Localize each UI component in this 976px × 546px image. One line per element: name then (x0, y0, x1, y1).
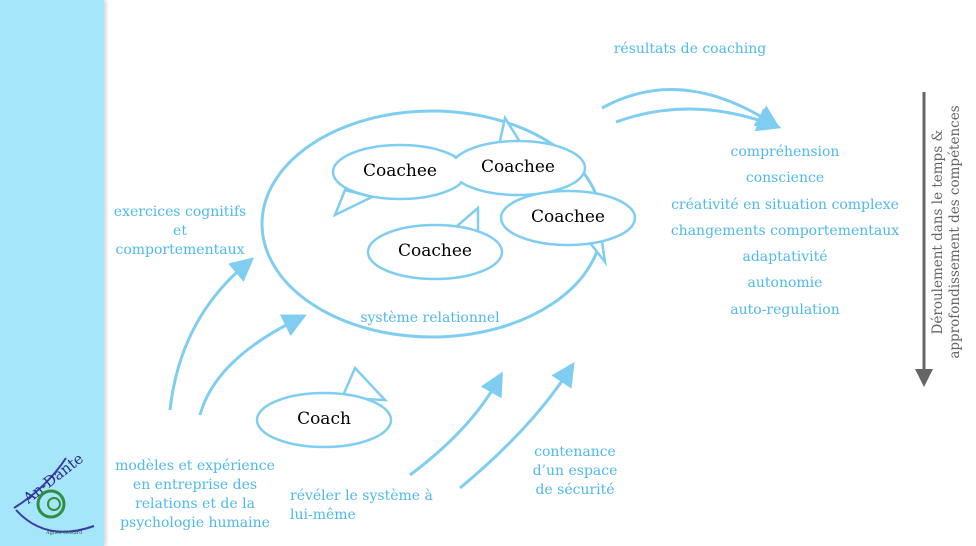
result-item: changements comportementaux (670, 222, 900, 239)
exercises-label: exercices cognitifs et comportementaux (113, 204, 247, 258)
result-item: auto-regulation (730, 301, 840, 318)
result-item: conscience (745, 170, 825, 187)
models-label: modèles et expérience en entreprise des … (115, 458, 275, 531)
sidebar-band (0, 0, 104, 546)
coachee-bubble: Coachee (531, 207, 605, 227)
coachee-bubble: Coachee (363, 161, 437, 181)
timeline-label: Déroulement dans le temps & approfondiss… (930, 105, 963, 359)
result-item: compréhension (730, 144, 840, 160)
results-list: compréhension conscience créativité en s… (660, 139, 910, 323)
coach-bubble: Coach (297, 409, 351, 429)
result-item: autonomie (747, 275, 823, 292)
results-title: résultats de coaching (613, 41, 767, 57)
coachee-bubble: Coachee (398, 241, 472, 261)
result-item: adaptativité (742, 249, 828, 266)
reveal-label: révéler le système à lui-même (290, 488, 433, 523)
coachee-bubble: Coachee (481, 157, 555, 177)
system-label: système relationnel (360, 310, 500, 326)
container-label: contenance d’un espace de sécurité (532, 444, 618, 498)
an-dante-logo: An-Dante Agnès Grisard (13, 449, 95, 536)
svg-text:Agnès Grisard: Agnès Grisard (45, 529, 83, 536)
result-item: créativité en situation complexe (671, 196, 899, 213)
